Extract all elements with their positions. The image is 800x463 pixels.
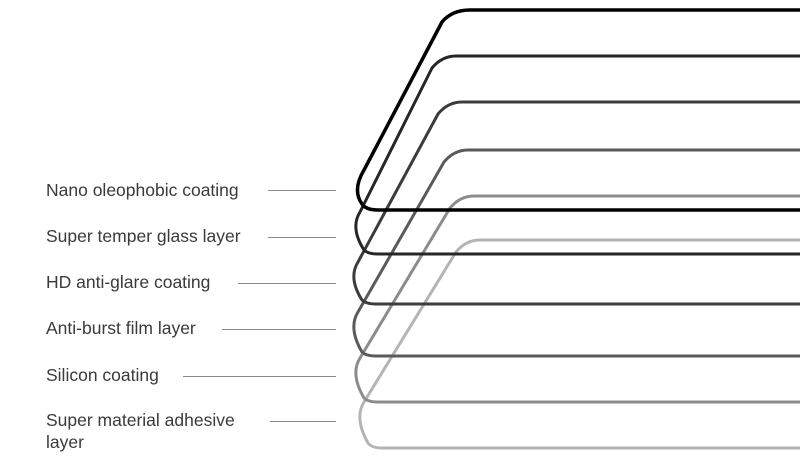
- layer-outline-1: [355, 8, 800, 212]
- layer-outline-2: [354, 54, 800, 256]
- layer-outline-5: [354, 194, 800, 404]
- layer-outline-3: [352, 100, 800, 306]
- layer-label-2: Super temper glass layer: [46, 226, 241, 246]
- leader-line-1: [268, 190, 336, 191]
- layer-label-3: HD anti-glare coating: [46, 272, 211, 292]
- layer-outline-4: [352, 148, 800, 358]
- layer-label-6: Super material adhesive layer: [46, 410, 235, 452]
- leader-line-5: [183, 376, 336, 377]
- layer-outline-6: [358, 238, 800, 450]
- leader-line-2: [268, 237, 336, 238]
- layer-label-5: Silicon coating: [46, 365, 159, 385]
- layer-label-1: Nano oleophobic coating: [46, 180, 239, 200]
- layer-label-4: Anti-burst film layer: [46, 318, 196, 338]
- leader-line-4: [222, 329, 336, 330]
- leader-line-6: [270, 421, 336, 422]
- leader-line-3: [238, 283, 336, 284]
